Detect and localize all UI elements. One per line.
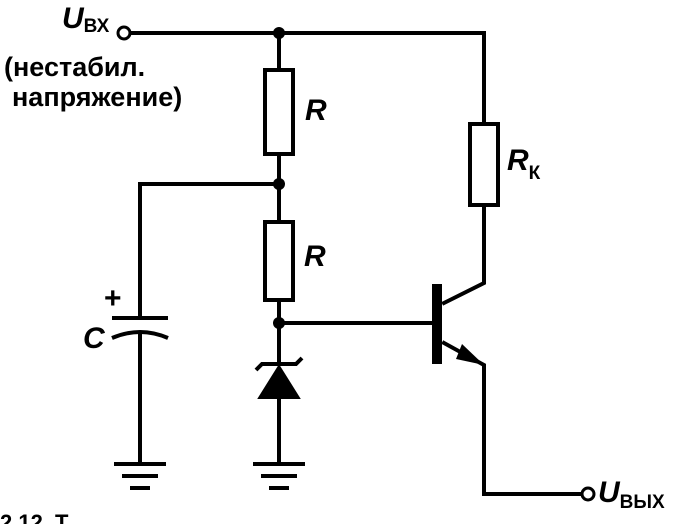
ground-symbol-capacitor [114,462,166,490]
collector-wire [441,203,486,306]
resistor-bottom [263,220,295,302]
input-note-line-1: (нестабил. [4,52,145,82]
wire-to-capacitor [138,182,281,320]
resistor-top-label: R [305,94,327,127]
emitter-output-wire [441,340,583,496]
junction-dot [273,178,285,190]
junctions [273,27,285,329]
npn-transistor-symbol [432,284,484,365]
resistor-top [263,68,295,156]
resistor-bottom-label: R [304,240,326,273]
figure-caption-fragment: 2.12. Т [0,510,69,524]
input-terminal [116,25,132,41]
junction-dot [273,27,285,39]
input-voltage-label: UВХ [62,2,110,37]
ground-symbol-zener [253,462,305,490]
capacitor-symbol [111,316,169,340]
capacitor-plus-sign: + [104,282,122,315]
wires [130,31,583,496]
zener-diode-symbol [254,356,304,399]
output-voltage-label: UВЫХ [598,476,665,513]
output-terminal [580,486,596,502]
emitter-arrow [456,344,484,365]
resistor-collector [468,122,500,207]
collector-resistor-label: RК [507,144,541,184]
input-note-line-2: напряжение) [12,82,182,112]
junction-dot [273,317,285,329]
capacitor-label: C [83,322,106,355]
